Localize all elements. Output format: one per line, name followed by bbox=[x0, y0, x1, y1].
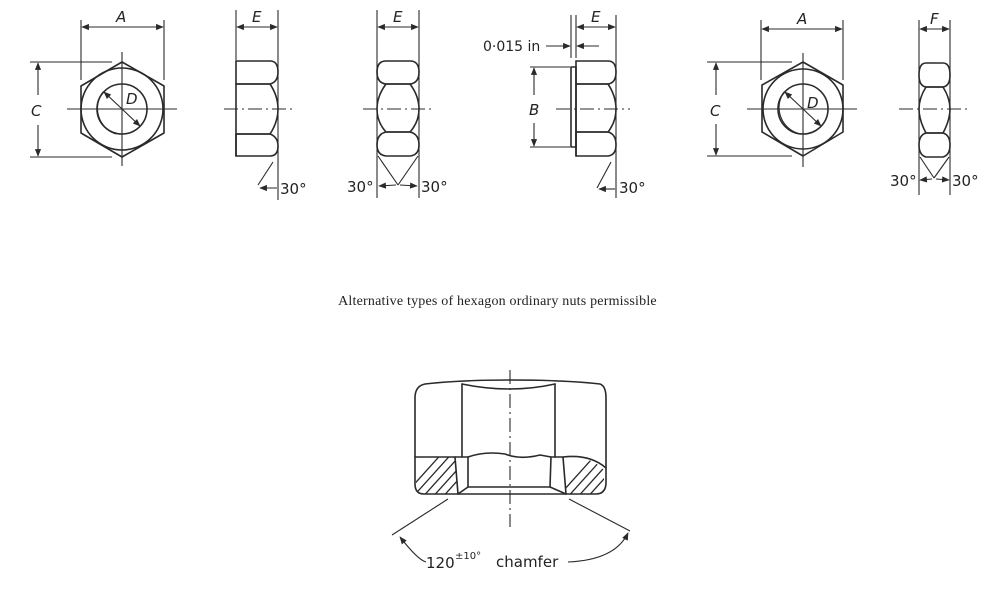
angle-label: 30° bbox=[280, 180, 307, 198]
angle-label: 30° bbox=[619, 179, 646, 197]
nut-side-view-3-washer-face: E 0·015 in B 30° bbox=[483, 8, 646, 198]
nut-front-view-1: A C D bbox=[30, 8, 177, 166]
nut-side-view-1: E 30° bbox=[224, 8, 307, 200]
dim-label-c: C bbox=[31, 102, 42, 120]
angle-label-right: 30° bbox=[952, 172, 979, 190]
dim-label-d: D bbox=[126, 90, 138, 108]
nut-side-view-4-thin: F 30° 30° bbox=[890, 10, 979, 195]
dim-label-e: E bbox=[252, 8, 262, 26]
dim-label-e: E bbox=[591, 8, 601, 26]
angle-label-left: 30° bbox=[347, 178, 374, 196]
dim-label-d: D bbox=[807, 94, 819, 112]
chamfer-word: chamfer bbox=[496, 553, 559, 571]
nut-section-view: 120 ±10° chamfer bbox=[391, 370, 631, 572]
angle-label-right: 30° bbox=[421, 178, 448, 196]
figure-caption: Alternative types of hexagon ordinary nu… bbox=[338, 294, 657, 309]
dim-label-f: F bbox=[930, 10, 939, 28]
nut-front-view-2: A C D bbox=[707, 10, 857, 167]
washer-face-label: 0·015 in bbox=[483, 39, 540, 55]
nut-side-view-2: E 30° 30° bbox=[347, 8, 448, 198]
dim-label-a: A bbox=[796, 10, 807, 28]
dim-label-b: B bbox=[529, 101, 539, 119]
dim-label-c: C bbox=[710, 102, 721, 120]
angle-label-left: 30° bbox=[890, 172, 917, 190]
chamfer-tolerance: ±10° bbox=[455, 551, 481, 562]
dim-label-a: A bbox=[115, 8, 126, 26]
chamfer-angle-value: 120 bbox=[426, 554, 455, 572]
dim-label-e: E bbox=[393, 8, 403, 26]
